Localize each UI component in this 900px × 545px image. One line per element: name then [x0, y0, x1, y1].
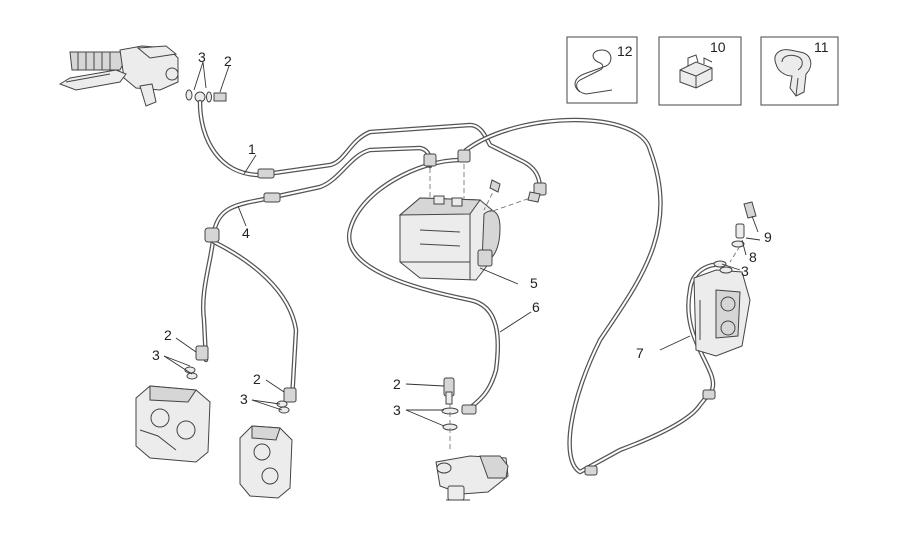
front-caliper-left	[135, 385, 211, 463]
callout-3-rear-caliper: 3	[741, 263, 749, 279]
callout-numbers: 1 4 5 6 7 8 9 3 2 2 3 2 3 2 3 3	[152, 49, 772, 418]
top-left-banjo-hardware	[185, 89, 227, 103]
inset-box-hose-bracket: 11	[760, 36, 839, 106]
pipe-clamp-icon	[679, 54, 713, 89]
callout-9: 9	[764, 229, 772, 245]
callout-6: 6	[532, 299, 540, 315]
callout-3-rear-master: 3	[393, 402, 401, 418]
rear-brake-master-cylinder	[435, 455, 509, 501]
front-caliper-right	[239, 425, 293, 499]
rear-master-hardware	[441, 377, 459, 452]
callout-5: 5	[530, 275, 538, 291]
hose-fittings	[204, 149, 716, 476]
callout-3-right-caliper: 3	[240, 391, 248, 407]
front-brake-master-cylinder	[58, 45, 179, 107]
callout-3-top-left: 3	[198, 49, 206, 65]
brake-hoses	[197, 99, 717, 475]
hose-bracket-icon	[774, 49, 812, 97]
callout-leaders	[163, 61, 761, 427]
callout-1: 1	[248, 141, 256, 157]
callout-4: 4	[242, 225, 250, 241]
inset-box-pipe-clamp: 10	[658, 36, 742, 106]
abs-modulator-unit	[398, 195, 501, 281]
inset-label-10: 10	[710, 39, 726, 55]
callout-8: 8	[749, 249, 757, 265]
rear-caliper-hardware	[713, 201, 757, 274]
hose-hook-clip-icon	[574, 49, 613, 95]
callout-3-left-caliper: 3	[152, 347, 160, 363]
rear-caliper	[693, 269, 751, 357]
callout-2-left-caliper: 2	[164, 327, 172, 343]
callout-2-right-caliper: 2	[253, 371, 261, 387]
callout-7: 7	[636, 345, 644, 361]
abs-dashed-connectors	[429, 164, 541, 213]
inset-label-11: 11	[814, 39, 829, 55]
callout-2-rear-master: 2	[393, 376, 401, 392]
left-caliper-hardware	[184, 345, 209, 380]
callout-2-top-left: 2	[224, 53, 232, 69]
inset-label-12: 12	[617, 43, 633, 59]
inset-box-hook-clip: 12	[566, 36, 638, 104]
right-caliper-hardware	[276, 387, 297, 414]
